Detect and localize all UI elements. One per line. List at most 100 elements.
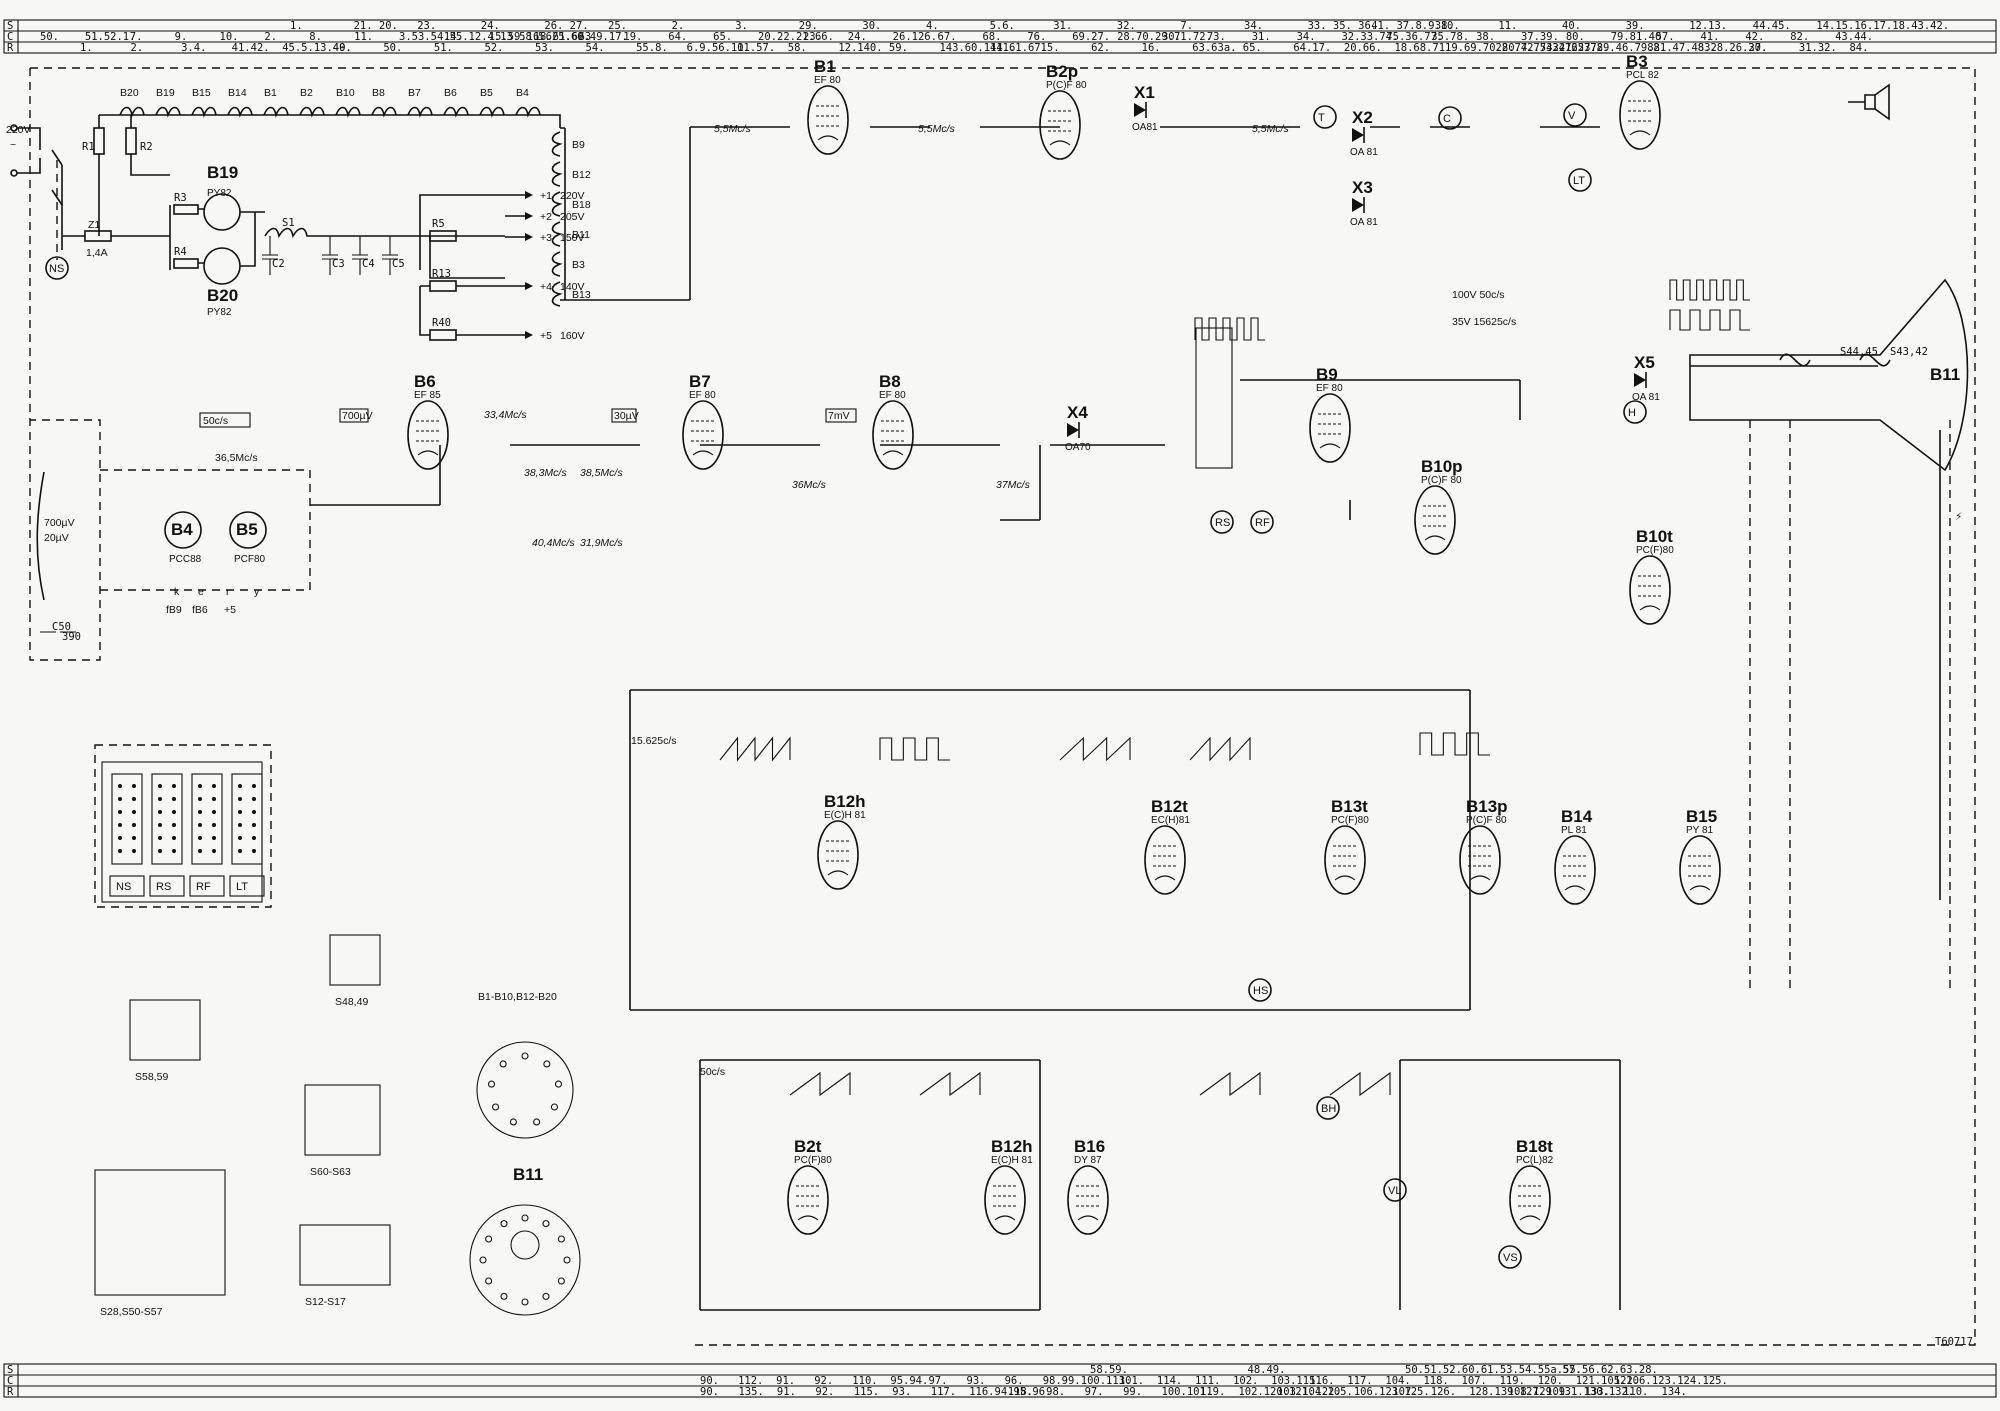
strip-top-s-24: 14.15.16.17.18.43.42. [1816, 20, 1949, 32]
strip-top-r-34: 31.32. [1799, 42, 1837, 54]
strip-top-c-38: 42. [1745, 31, 1764, 43]
tube-label-b9: B9 [1316, 365, 1338, 384]
strip-top-c-40: 43.44. [1835, 31, 1873, 43]
strip-top-c-22: 76. [1027, 31, 1046, 43]
control-vl[interactable] [1383, 1178, 1407, 1202]
tube-b7 [682, 400, 724, 470]
tube-b12h [817, 820, 859, 890]
control-v[interactable] [1563, 103, 1587, 127]
svg-text:C5: C5 [392, 258, 405, 270]
strip-bot-r-3: 92. [815, 1386, 834, 1398]
diode-x4 [1067, 423, 1079, 437]
control-rs[interactable] [1210, 510, 1234, 534]
footprint-s12 [299, 1224, 391, 1286]
footprint-s58 [129, 999, 201, 1061]
control-label-rf: RF [1255, 517, 1270, 529]
tube-b2t [787, 1165, 829, 1235]
strip-top-c-14: 64. [668, 31, 687, 43]
control-hs[interactable] [1248, 978, 1272, 1002]
svg-text:40,4Mc/s: 40,4Mc/s [532, 537, 575, 549]
heater-b20: B20 [120, 87, 139, 99]
diode-label-x3: X3 [1352, 178, 1373, 197]
strip-top-r-20: 62. [1091, 42, 1110, 54]
strip-top-s-15: 34. [1244, 20, 1263, 32]
heater-b12: B12 [572, 169, 591, 181]
svg-text:700µV: 700µV [44, 517, 75, 529]
svg-text:36,5Mc/s: 36,5Mc/s [215, 452, 258, 464]
heater-b4: B4 [516, 87, 529, 99]
control-t[interactable] [1313, 105, 1337, 129]
strip-top-c-13: 19. [623, 31, 642, 43]
strip-top-c-7: 11. [354, 31, 373, 43]
tube-b10t [1629, 555, 1671, 625]
control-vs[interactable] [1498, 1245, 1522, 1269]
strip-top-r-15: 12.140. [838, 42, 882, 54]
strip-bot-c-14: 102. [1233, 1375, 1258, 1387]
strip-bot-r-25: 134. [1662, 1386, 1687, 1398]
strip-bot-c-0: 90. [700, 1375, 719, 1387]
footprint-label-s12: S12-S17 [305, 1296, 346, 1308]
tube-label-b18t: B18t [1516, 1137, 1553, 1156]
svg-text:C2: C2 [272, 258, 285, 270]
strip-bottom-label-s: S [7, 1364, 13, 1376]
tube-label-b8: B8 [879, 372, 901, 391]
strip-bot-r-10: 97. [1085, 1386, 1104, 1398]
strip-bot-c-8: 96. [1005, 1375, 1024, 1387]
tube-label-b10t: B10t [1636, 527, 1673, 546]
strip-top-s-2: 23. [417, 20, 436, 32]
strip-top-r-26: 18.68.71. [1394, 42, 1451, 54]
strip-top-c-19: 26.126. [893, 31, 937, 43]
svg-text:B1-B10,B12-B20: B1-B10,B12-B20 [478, 991, 557, 1003]
strip-top-c-39: 82. [1790, 31, 1809, 43]
strip-top-s-10: 4. [926, 20, 939, 32]
strip-top-s-4: 26. 27. [544, 20, 588, 32]
strip-bot-c-18: 104. [1385, 1375, 1410, 1387]
strip-bot-r-2: 91. [777, 1386, 796, 1398]
strip-bot-c-5: 95.94. [890, 1375, 928, 1387]
tube-b18t [1509, 1165, 1551, 1235]
strip-top-c-20: 67. [938, 31, 957, 43]
strip-top-c-5: 2. [264, 31, 277, 43]
tube-b3 [1619, 80, 1661, 150]
svg-text:C50: C50 [52, 621, 71, 633]
strip-top-r-10: 54. [586, 42, 605, 54]
heater-b1: B1 [264, 87, 277, 99]
strip-top-c-32: 38. [1476, 31, 1495, 43]
tube-label-b12h: B12h [824, 792, 866, 811]
mains-switch-ns[interactable] [45, 256, 69, 280]
strip-bottom-label-r: R [7, 1386, 14, 1398]
mains-ac-symbol: ~ [10, 139, 16, 151]
control-label-lt: LT [1573, 175, 1585, 187]
strip-bot-r-11: 99. [1123, 1386, 1142, 1398]
strip-top-c-16: 20.22.21.66. [758, 31, 834, 43]
control-lt[interactable] [1568, 168, 1592, 192]
strip-top-c-15: 65. [713, 31, 732, 43]
svg-text:35V 15625c/s: 35V 15625c/s [1452, 316, 1516, 328]
tube-type-b2t: PC(F)80 [794, 1155, 832, 1166]
diode-label-x4: X4 [1067, 403, 1088, 422]
rail-value-4: 140V [560, 281, 585, 293]
strip-top-r-1: 2. [131, 42, 144, 54]
tube-type-b14: PL 81 [1561, 825, 1587, 836]
strip-top-c-4: 10. [220, 31, 239, 43]
control-rf[interactable] [1250, 510, 1274, 534]
tube-b2p [1039, 90, 1081, 160]
control-c[interactable] [1438, 106, 1462, 130]
strip-bot-c-25: 123.124.125. [1652, 1375, 1728, 1387]
tube-b13p [1459, 825, 1501, 895]
tube-label-b1: B1 [814, 57, 836, 76]
strip-top-r-18: 141. [990, 42, 1015, 54]
tube-type-b9: EF 80 [1316, 383, 1343, 394]
control-bh[interactable] [1316, 1096, 1340, 1120]
strip-bot-r-22: 109. [1546, 1386, 1571, 1398]
tube-type-b12t: EC(H)81 [1151, 815, 1190, 826]
rail-value-3: 150V [560, 232, 585, 244]
strip-top-c-6: 8. [309, 31, 322, 43]
heater-b13: B13 [572, 289, 591, 301]
svg-text:PCF80: PCF80 [234, 554, 266, 565]
control-h[interactable] [1623, 400, 1647, 424]
tube-b20 [203, 247, 241, 285]
